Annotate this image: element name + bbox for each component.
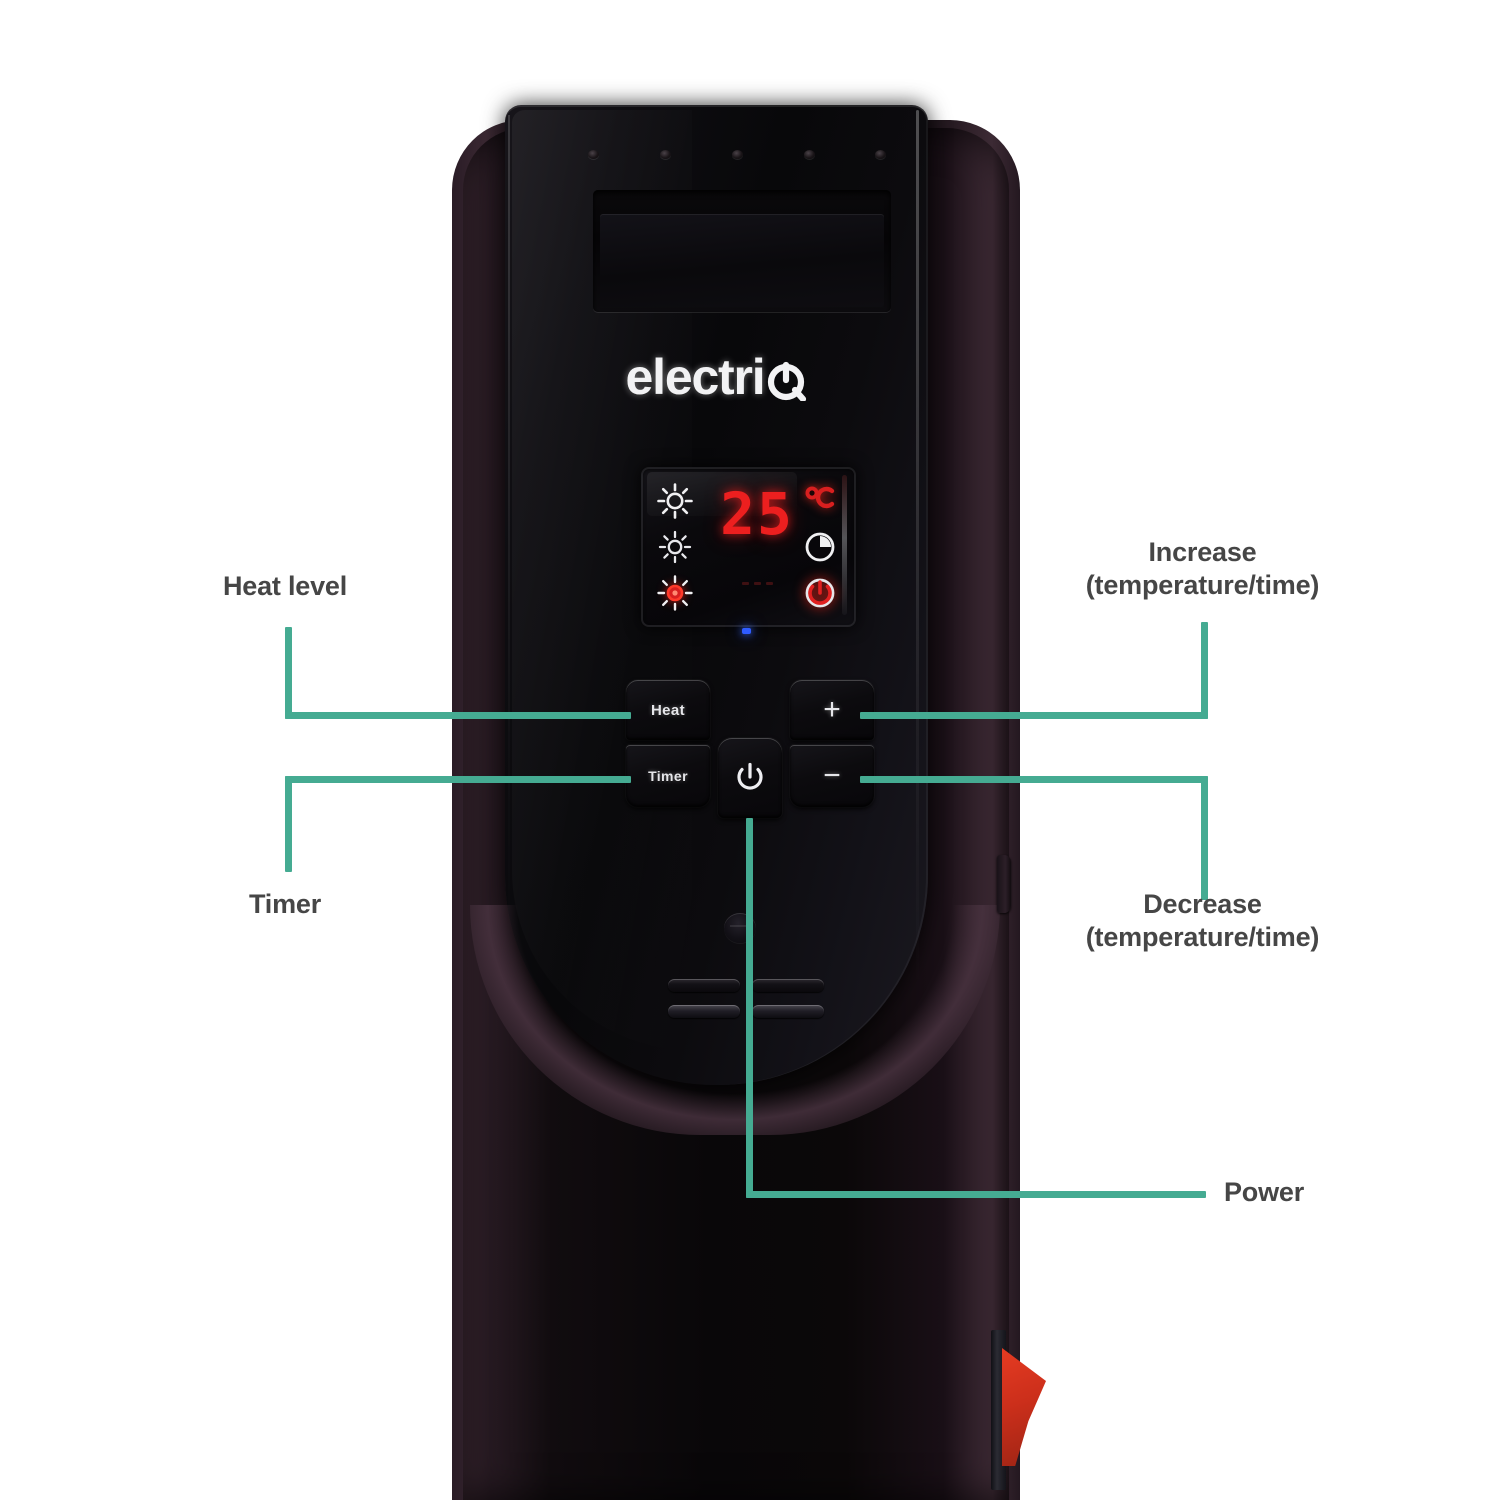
screw-dot <box>732 150 743 159</box>
brand-wordmark: electri <box>625 349 766 405</box>
increase-button[interactable]: + <box>790 680 874 740</box>
annotation-label-power: Power <box>1224 1177 1305 1207</box>
screw-dot <box>804 150 815 159</box>
timer-button[interactable]: Timer <box>626 745 710 807</box>
vent-slot <box>752 979 824 992</box>
power-button[interactable] <box>718 738 782 818</box>
annotation-label-timer: Timer <box>248 889 322 919</box>
connector-power-vertical <box>746 818 753 1198</box>
connector-timer-vertical <box>285 776 292 872</box>
heat-level-medium-icon <box>655 527 695 567</box>
connector-power-horizontal <box>746 1191 1206 1198</box>
timer-button-label: Timer <box>648 768 688 784</box>
heat-button[interactable]: Heat <box>626 680 710 740</box>
connector-decrease-vertical <box>1201 776 1208 900</box>
annotation-label-heat-level: Heat level <box>222 571 348 601</box>
connector-increase-horizontal <box>860 712 1208 719</box>
screw-dot <box>875 150 886 159</box>
display-right-strip <box>842 475 847 615</box>
connector-decrease-horizontal <box>860 776 1208 783</box>
top-screw-dots <box>588 150 888 166</box>
top-recessed-panel <box>593 190 891 312</box>
heat-level-indicator-column <box>655 481 699 617</box>
faceplate-edge-highlight-right <box>916 110 919 990</box>
blue-standby-led <box>742 628 751 634</box>
power-button-icon <box>731 759 769 797</box>
connector-increase-vertical <box>1201 622 1208 719</box>
display-sub-segments <box>733 579 781 587</box>
connector-heat-level-horizontal <box>285 712 631 719</box>
decrease-button[interactable]: − <box>790 745 874 807</box>
display-mode-indicator-column <box>800 481 844 617</box>
minus-icon: − <box>823 759 841 792</box>
connector-timer-horizontal <box>285 776 631 783</box>
screw-dot <box>588 150 599 159</box>
screw-dot <box>660 150 671 159</box>
vent-slot <box>668 979 740 992</box>
temperature-readout: 25 <box>720 480 794 548</box>
heat-level-low-icon <box>655 481 695 521</box>
power-indicator-icon <box>800 573 840 613</box>
led-display: 25 <box>641 467 856 634</box>
annotation-label-increase: Increase (temperature/time) <box>1085 537 1320 600</box>
plus-icon: + <box>823 693 841 726</box>
power-cable <box>1002 1348 1046 1466</box>
power-q-logo-icon <box>765 354 807 401</box>
annotation-label-decrease: Decrease (temperature/time) <box>1085 889 1320 952</box>
celsius-icon <box>800 481 840 521</box>
connector-heat-level-vertical <box>285 627 292 719</box>
faceplate-edge-highlight-left <box>508 115 510 955</box>
clock-icon <box>800 527 840 567</box>
brand-logo: electri <box>505 352 928 402</box>
heat-button-label: Heat <box>650 701 686 719</box>
vent-slot <box>668 1005 740 1018</box>
vent-slot <box>752 1005 824 1018</box>
side-tab <box>997 855 1011 913</box>
heat-level-high-icon <box>655 573 695 613</box>
